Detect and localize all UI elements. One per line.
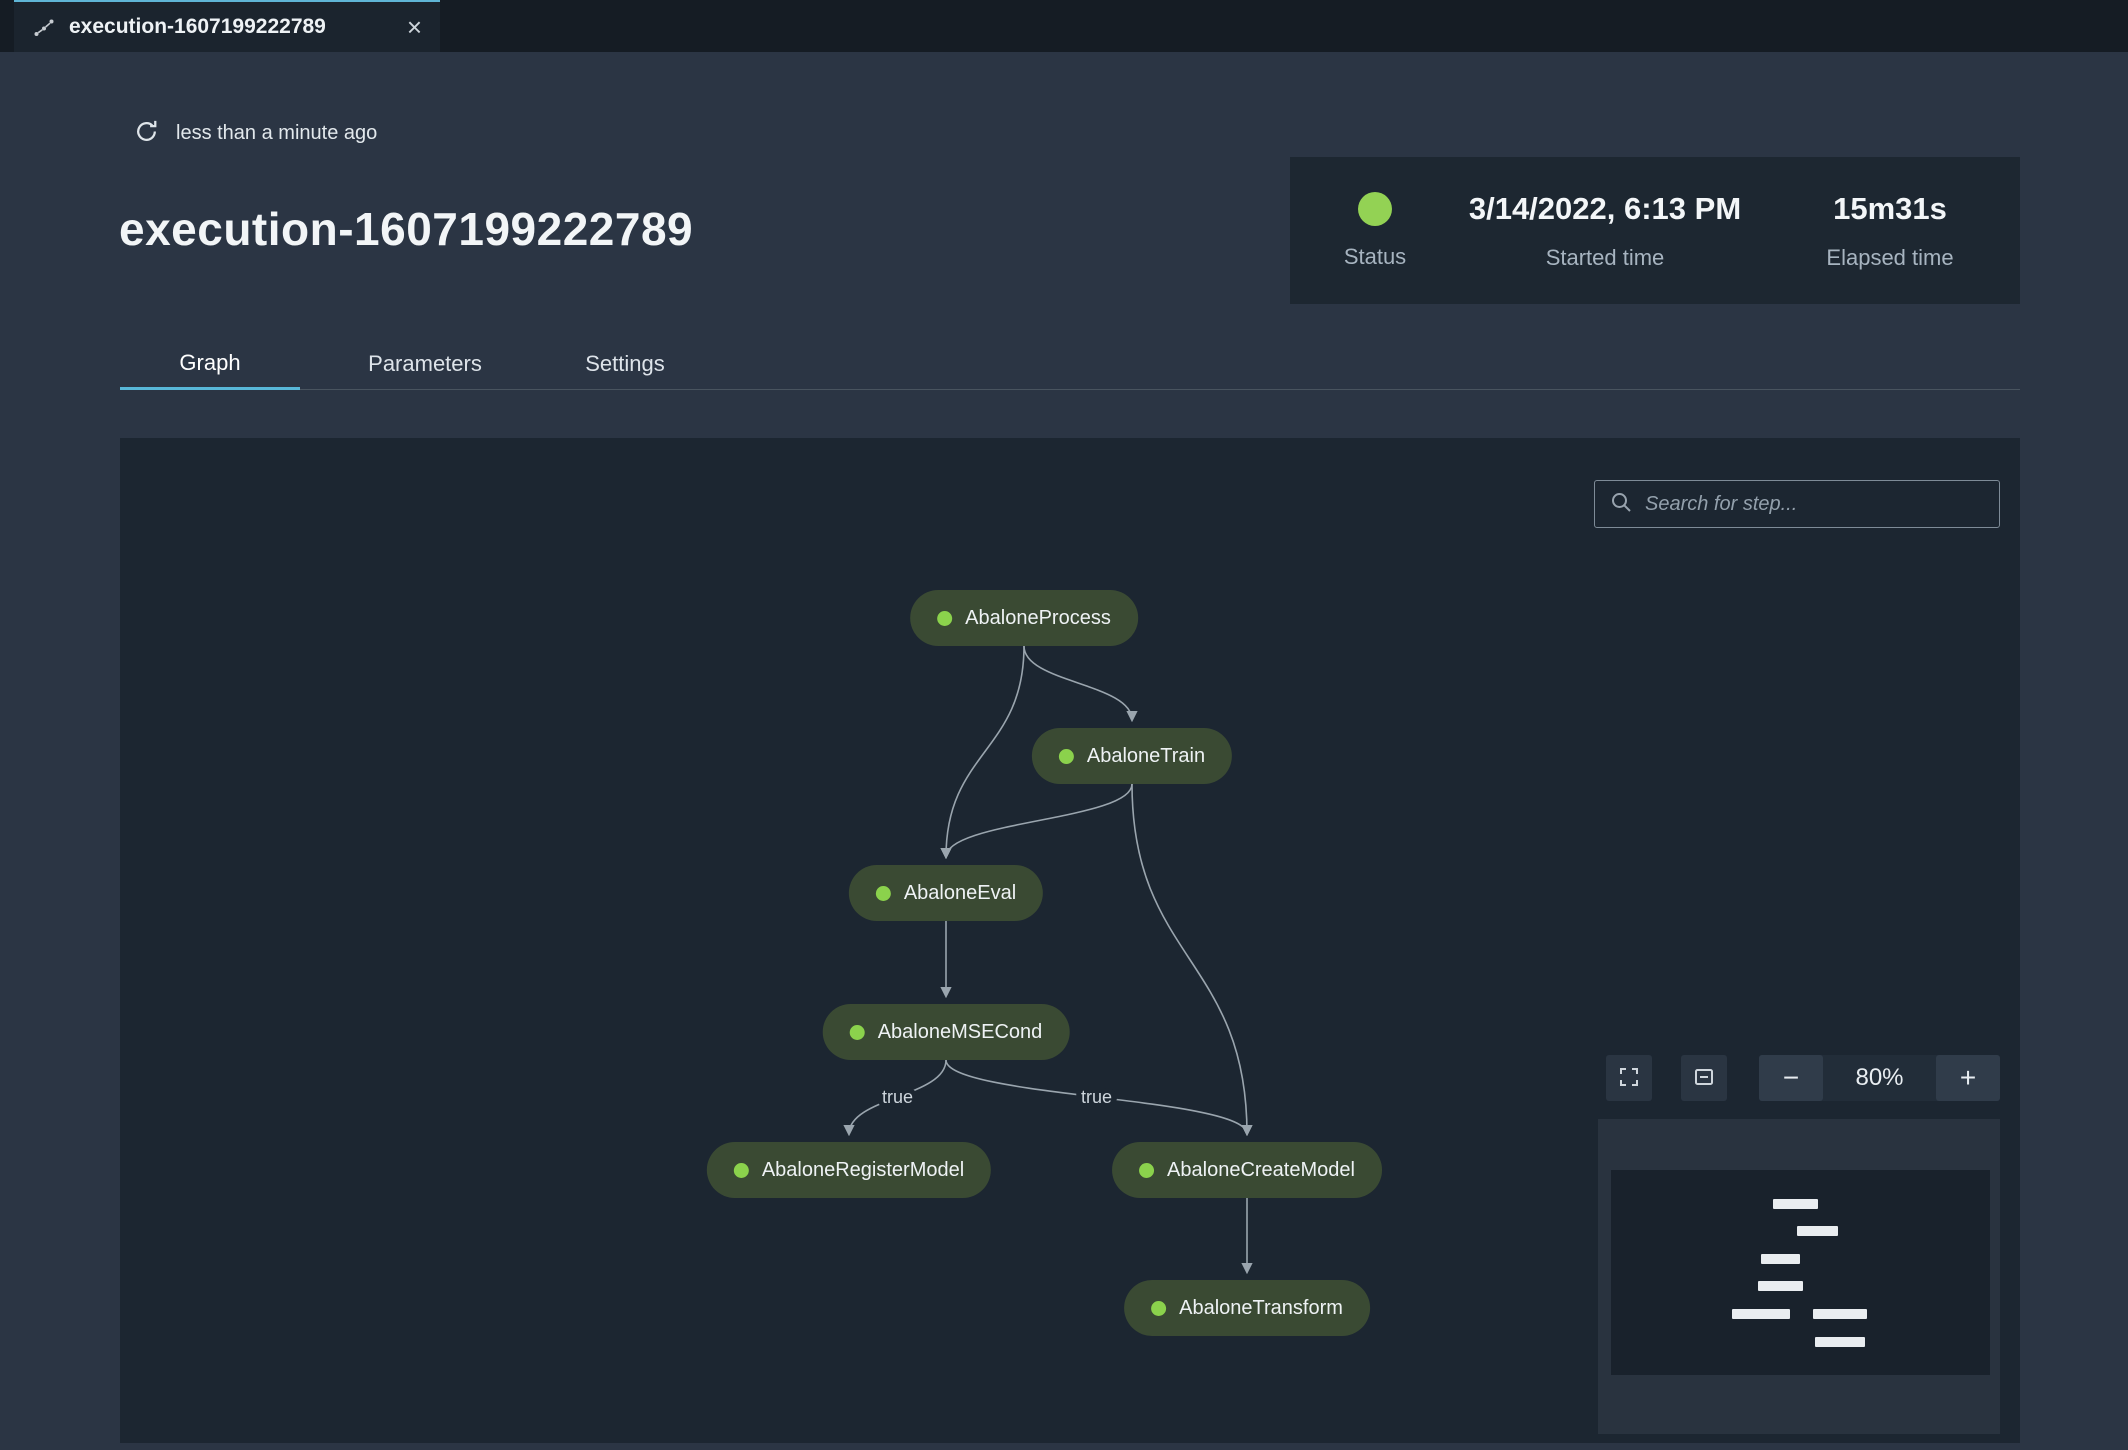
refresh-icon [133, 118, 160, 148]
search-icon [1609, 490, 1633, 519]
status-succeeded-dot [1358, 191, 1392, 226]
step-success-dot [1058, 748, 1074, 764]
graph-node-AbaloneCreateModel[interactable]: AbaloneCreateModel [1112, 1142, 1382, 1198]
graph-edge-AbaloneMSECond-AbaloneCreateModel [945, 1059, 1253, 1137]
step-success-dot [849, 1024, 865, 1040]
minimap-node-bar [1796, 1226, 1838, 1237]
step-label: AbaloneEval [903, 881, 1017, 904]
graph-node-AbaloneMSECond[interactable]: AbaloneMSECond [822, 1004, 1070, 1060]
minimap-node-bar [1760, 1253, 1800, 1264]
minimap-viewport[interactable] [1611, 1170, 1990, 1375]
minimap-node-bar [1813, 1308, 1868, 1319]
step-success-dot [875, 885, 891, 901]
edge-condition-label: true [882, 1087, 913, 1107]
status-label: Status [1343, 243, 1407, 269]
step-label: AbaloneProcess [965, 606, 1111, 629]
tab-parameters[interactable]: Parameters [368, 351, 482, 376]
refresh-button[interactable] [133, 118, 160, 148]
graph-edge-AbaloneProcess-AbaloneTrain [1023, 645, 1138, 723]
graph-edge-AbaloneTrain-AbaloneEval [940, 783, 1133, 860]
step-success-dot [937, 610, 953, 626]
fullscreen-icon [1617, 1065, 1641, 1092]
step-search-box [1594, 480, 2000, 528]
step-label: AbaloneTrain [1086, 744, 1206, 767]
graph-node-AbaloneProcess[interactable]: AbaloneProcess [910, 590, 1138, 646]
fit-view-icon [1692, 1065, 1716, 1092]
tab-title: execution-1607199222789 [69, 15, 326, 38]
refresh-row: less than a minute ago [133, 118, 377, 148]
graph-edge-AbaloneTrain-AbaloneCreateModel [1131, 783, 1253, 1137]
step-label: AbaloneRegisterModel [761, 1158, 965, 1181]
pipeline-graph-canvas[interactable]: true true [120, 438, 2020, 1443]
graph-minimap[interactable] [1598, 1119, 2000, 1434]
graph-node-AbaloneEval[interactable]: AbaloneEval [848, 865, 1044, 921]
graph-edge-AbaloneMSECond-AbaloneRegisterModel [843, 1059, 947, 1137]
close-tab-icon[interactable]: × [406, 12, 422, 42]
started-time-label: Started time [1545, 244, 1665, 270]
zoom-level: 80% [1855, 1064, 1904, 1091]
tab-execution[interactable]: execution-1607199222789 × [14, 0, 440, 52]
tab-graph[interactable]: Graph [120, 338, 300, 390]
graph-node-AbaloneTransform[interactable]: AbaloneTransform [1124, 1280, 1370, 1336]
summary-started-column: 3/14/2022, 6:13 PM Started time [1460, 157, 1750, 304]
tab-settings[interactable]: Settings [585, 351, 665, 376]
minimap-node-bar [1815, 1336, 1866, 1347]
page-title: execution-1607199222789 [119, 203, 694, 255]
graph-node-AbaloneRegisterModel[interactable]: AbaloneRegisterModel [706, 1142, 992, 1198]
elapsed-time-label: Elapsed time [1826, 244, 1954, 270]
last-refreshed-text: less than a minute ago [176, 121, 378, 144]
zoom-out-button[interactable]: − [1759, 1055, 1823, 1101]
zoom-in-button[interactable]: + [1936, 1055, 2000, 1101]
step-label: AbaloneMSECond [877, 1020, 1043, 1043]
started-time-value: 3/14/2022, 6:13 PM [1468, 190, 1742, 226]
zoom-control: − 80% + [1759, 1055, 2000, 1101]
editor-tab-bar: execution-1607199222789 × [0, 0, 2128, 52]
fullscreen-button[interactable] [1606, 1055, 1652, 1101]
step-success-dot [733, 1162, 749, 1178]
graph-node-AbaloneTrain[interactable]: AbaloneTrain [1031, 728, 1233, 784]
step-label: AbaloneTransform [1179, 1296, 1343, 1319]
step-search-input[interactable] [1645, 492, 1985, 516]
pipeline-execution-icon [32, 15, 56, 39]
elapsed-time-value: 15m31s [1833, 190, 1947, 226]
edge-condition-label: true [1081, 1087, 1112, 1107]
fit-view-button[interactable] [1681, 1055, 1727, 1101]
graph-edges-layer: true true [843, 645, 1253, 1275]
minimap-node-bar [1731, 1308, 1790, 1319]
step-label: AbaloneCreateModel [1167, 1158, 1355, 1181]
summary-status-column: Status [1290, 157, 1460, 304]
step-success-dot [1139, 1162, 1155, 1178]
summary-elapsed-column: 15m31s Elapsed time [1760, 157, 2020, 304]
execution-summary-panel: Status 3/14/2022, 6:13 PM Started time 1… [1290, 157, 2020, 304]
minimap-node-bar [1773, 1198, 1819, 1209]
view-tabs: Graph Parameters Settings [120, 338, 2020, 390]
graph-edge-AbaloneProcess-AbaloneEval [940, 645, 1025, 860]
step-success-dot [1151, 1300, 1167, 1316]
minimap-node-bar [1757, 1281, 1803, 1292]
